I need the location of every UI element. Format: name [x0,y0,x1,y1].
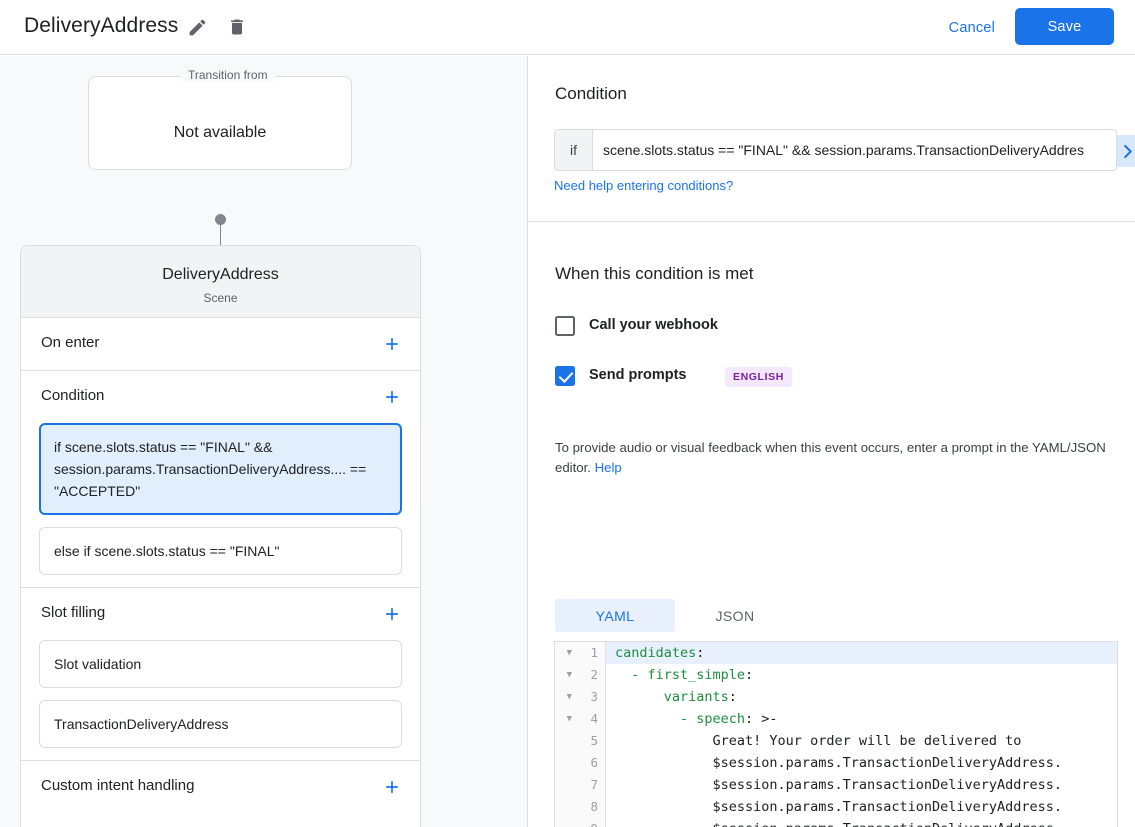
section-title: On enter [41,334,100,351]
fold-triangle-icon[interactable]: ▼ [566,714,572,724]
page-title: DeliveryAddress [24,14,179,37]
editor-line-number: ▼1 [555,642,605,664]
editor-code-line: candidates: [606,642,1117,664]
editor-code-line: $session.params.TransactionDeliveryAddre… [615,799,1063,815]
scene-graph-panel: Transition from Not available Transition… [0,56,528,827]
editor-code-line: Great! Your order will be delivered to [615,733,1022,749]
send-prompts-label: Send prompts [589,367,687,383]
editor-code-area[interactable]: candidates: - first_simple: variants: - … [606,642,1117,827]
yaml-editor[interactable]: ▼1▼2▼3▼45678910 candidates: - first_simp… [554,641,1118,827]
section-header: On enter [21,318,420,370]
call-webhook-label: Call your webhook [589,317,718,333]
section-item[interactable]: Slot validation [39,640,402,688]
prompt-help-link[interactable]: Help [594,460,622,475]
section-item[interactable]: else if scene.slots.status == "FINAL" [39,527,402,575]
condition-if-prefix: if [555,130,593,170]
editor-line-number: ▼3 [555,686,605,708]
scene-section: On enter [21,318,420,370]
top-app-bar: DeliveryAddress Cancel Save [0,0,1135,55]
section-header: Slot filling [21,588,420,640]
condition-detail-panel: Condition if Need help entering conditio… [529,56,1135,827]
language-badge: ENGLISH [725,367,792,387]
editor-line-number: ▼2 [555,664,605,686]
send-prompts-checkbox[interactable] [555,366,575,386]
section-item[interactable]: TransactionDeliveryAddress [39,700,402,748]
section-title: Slot filling [41,604,106,621]
pencil-icon[interactable] [184,14,210,40]
condition-help-link[interactable]: Need help entering conditions? [554,178,734,193]
editor-line-number: 9 [555,818,605,827]
scene-type-label: Scene [203,291,238,305]
plus-icon[interactable] [378,330,406,358]
editor-code-line: - speech: >- [615,711,778,727]
tab-json[interactable]: JSON [715,607,755,624]
prompt-description: To provide audio or visual feedback when… [555,438,1120,478]
editor-gutter: ▼1▼2▼3▼45678910 [555,642,606,827]
send-prompts-checkbox-row[interactable]: Send prompts ENGLISH [555,366,855,390]
transition-from-card: Transition from Not available [88,68,352,170]
editor-line-number: 8 [590,799,598,814]
editor-line-number: 7 [590,777,598,792]
editor-code-line: $session.params.TransactionDeliveryAddre… [615,777,1063,793]
call-webhook-checkbox[interactable] [555,316,575,336]
condition-heading: Condition [555,84,627,103]
plus-icon[interactable] [378,773,406,801]
prompt-description-text: To provide audio or visual feedback when… [555,440,1106,475]
scene-name: DeliveryAddress [162,266,279,283]
scene-header: DeliveryAddress Scene [21,246,420,318]
when-condition-met-section: When this condition is met Call your web… [529,223,1135,827]
when-met-heading: When this condition is met [555,264,754,283]
editor-format-tabs: YAML JSON [555,599,795,632]
scene-section: Custom intent handling [21,760,420,813]
webhook-checkbox-row[interactable]: Call your webhook [555,316,855,338]
condition-section: Condition if Need help entering conditio… [529,56,1135,222]
save-button[interactable]: Save [1015,8,1114,45]
editor-code-line: - first_simple: [615,667,754,683]
trash-icon[interactable] [224,14,250,40]
fold-triangle-icon[interactable]: ▼ [566,670,572,680]
plus-icon[interactable] [378,600,406,628]
plus-icon[interactable] [378,383,406,411]
connector-line [219,219,221,267]
section-header: Custom intent handling [21,761,420,813]
condition-input-wrapper[interactable]: if [554,129,1117,171]
transition-to-card: Transition to DeliveryAddress Scene On e… [20,245,421,827]
editor-code-line: $session.params.TransactionDeliveryAddre… [606,818,1117,827]
editor-code-line: variants: [615,689,737,705]
fold-triangle-icon[interactable]: ▼ [566,648,572,658]
editor-line-number: 5 [590,733,598,748]
transition-from-legend: Transition from [181,68,275,82]
section-title: Condition [41,387,105,404]
fold-triangle-icon[interactable]: ▼ [566,692,572,702]
condition-input[interactable] [593,130,1116,170]
editor-code-line: $session.params.TransactionDeliveryAddre… [615,755,1063,771]
editor-line-number: ▼4 [555,708,605,730]
editor-line-number: 6 [590,755,598,770]
tab-yaml[interactable]: YAML [555,599,675,632]
section-header: Condition [21,371,420,423]
scene-section: Condition if scene.slots.status == "FINAL… [21,370,420,575]
section-item[interactable]: if scene.slots.status == "FINAL" && sess… [39,423,402,515]
transition-from-value: Not available [173,124,267,141]
section-title: Custom intent handling [41,777,195,794]
cancel-button[interactable]: Cancel [948,20,995,36]
